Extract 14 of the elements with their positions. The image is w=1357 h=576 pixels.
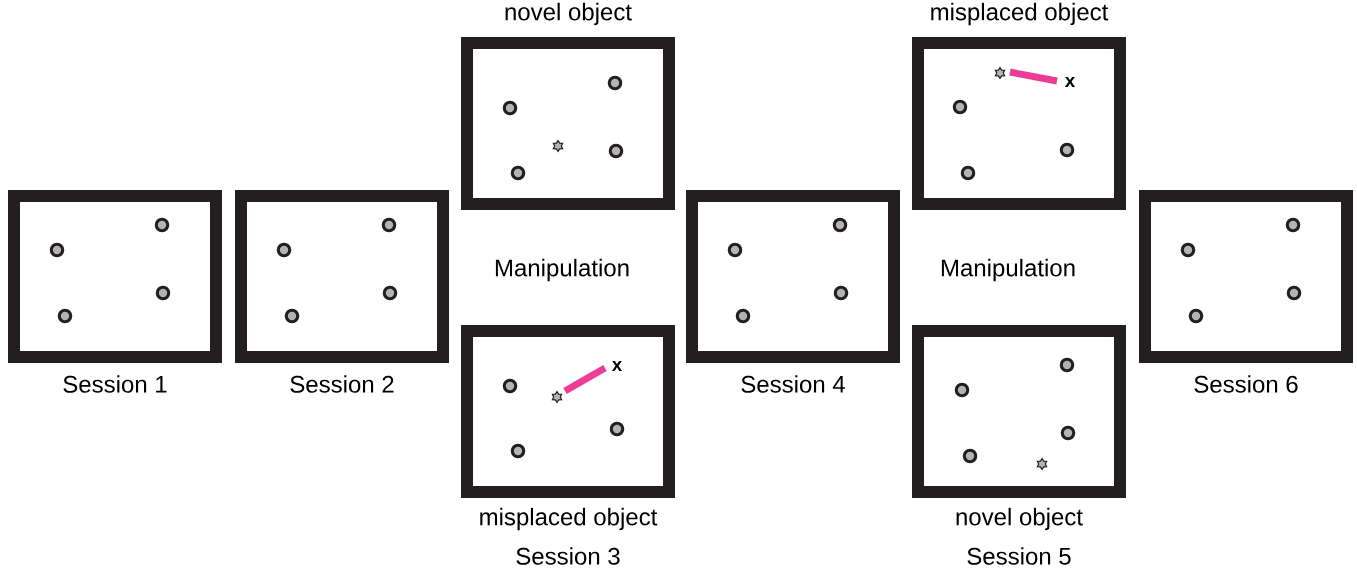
arena-caption: novel object [505, 2, 632, 26]
arena-caption: misplaced object [931, 2, 1109, 26]
old-location-mark: x [1064, 77, 1076, 87]
arena-caption: novel object [956, 507, 1083, 531]
arena-caption: Session 3 [516, 547, 620, 565]
arena-caption: misplaced object [480, 507, 658, 531]
arena-caption: Session 4 [741, 375, 845, 393]
phase-label: Manipulation [941, 258, 1075, 282]
arena-caption: Session 2 [290, 375, 394, 393]
arena-caption: Session 5 [967, 547, 1071, 565]
arena-caption: Session 6 [1194, 375, 1298, 393]
phase-label: Manipulation [495, 258, 629, 282]
old-location-mark: x [611, 361, 623, 371]
arena-caption: Session 1 [63, 375, 167, 393]
